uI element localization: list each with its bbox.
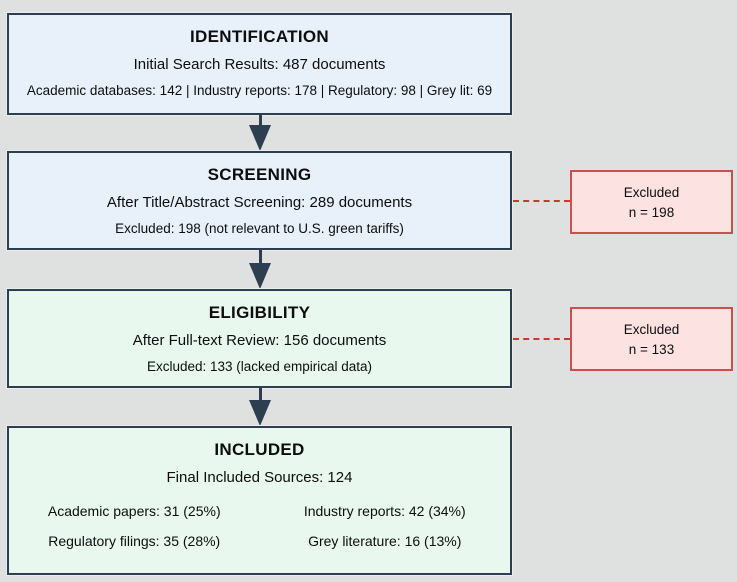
eligibility-excluded-line: Excluded: 133 (lacked empirical data) (146, 359, 373, 374)
breakdown-academic-papers: Academic papers: 31 (25%) (47, 503, 221, 519)
arrow-down-icon (248, 115, 272, 151)
breakdown-regulatory-filings: Regulatory filings: 35 (28%) (48, 533, 221, 549)
eligibility-excluded-connector (513, 338, 570, 340)
identification-result-line: Initial Search Results: 487 documents (133, 56, 386, 73)
arrow-shaft (258, 115, 262, 125)
excluded-label: Excluded (623, 184, 680, 200)
arrow-head (249, 263, 271, 289)
arrow-head (249, 400, 271, 426)
breakdown-industry-reports: Industry reports: 42 (34%) (303, 503, 466, 519)
identification-box: IDENTIFICATION Initial Search Results: 4… (7, 13, 512, 115)
eligibility-title: ELIGIBILITY (208, 303, 311, 322)
excluded-label: Excluded (623, 321, 680, 337)
screening-excluded-box: Excluded n = 198 (570, 170, 733, 234)
eligibility-result-line: After Full-text Review: 156 documents (132, 332, 387, 349)
arrow-down-icon (248, 388, 272, 426)
excluded-count: n = 198 (628, 204, 675, 220)
screening-box: SCREENING After Title/Abstract Screening… (7, 151, 512, 250)
identification-title: IDENTIFICATION (190, 27, 329, 46)
arrow-down-icon (248, 250, 272, 289)
identification-sources-line: Academic databases: 142 | Industry repor… (26, 83, 493, 98)
included-breakdown-grid: Academic papers: 31 (25%) Industry repor… (9, 503, 510, 549)
screening-result-line: After Title/Abstract Screening: 289 docu… (106, 194, 413, 211)
eligibility-box: ELIGIBILITY After Full-text Review: 156 … (7, 289, 512, 388)
screening-excluded-connector (513, 200, 570, 202)
arrow-shaft (258, 250, 262, 263)
screening-title: SCREENING (207, 165, 312, 184)
included-title: INCLUDED (214, 440, 305, 459)
breakdown-grey-literature: Grey literature: 16 (13%) (308, 533, 462, 549)
screening-excluded-line: Excluded: 198 (not relevant to U.S. gree… (115, 221, 404, 236)
included-result-line: Final Included Sources: 124 (166, 469, 353, 486)
excluded-count: n = 133 (628, 341, 675, 357)
arrow-shaft (258, 388, 262, 400)
included-box: INCLUDED Final Included Sources: 124 Aca… (7, 426, 512, 575)
eligibility-excluded-box: Excluded n = 133 (570, 307, 733, 371)
arrow-head (249, 125, 271, 151)
